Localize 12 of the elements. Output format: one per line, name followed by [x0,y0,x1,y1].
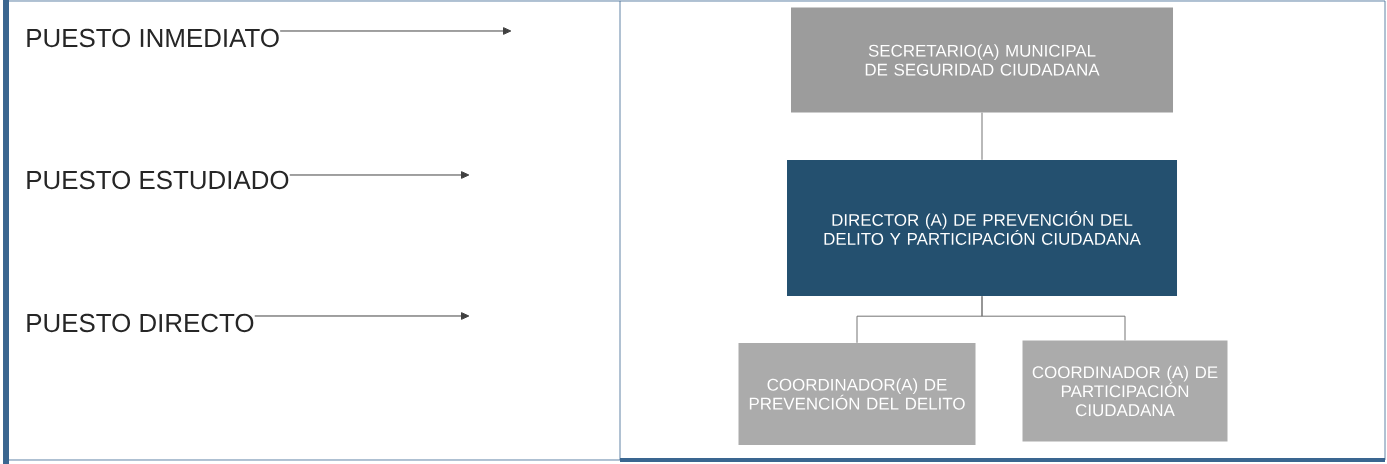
connector [981,295,1126,341]
connector [254,312,470,320]
position-label: PUESTO DIRECTO [27,313,254,333]
connector [981,112,983,161]
position-box: SECRETARIO(A) MUNICIPAL DE SEGURIDAD CIUDADANA [791,7,1173,113]
position-label: PUESTO INMEDIATO [27,28,279,48]
position-box: COORDINADOR (A) DE PARTICIPACIÓN CIUDADANA [1022,340,1228,442]
connector [279,27,512,35]
position-label: PUESTO ESTUDIADO [27,170,289,190]
position-box: DIRECTOR (A) DE PREVENCIÓN DEL DELITO Y PARTICIPACIÓN CIUDADANA [787,160,1177,296]
position-box: COORDINADOR(A) DE PREVENCIÓN DEL DELITO [738,343,976,445]
connector [289,171,470,179]
